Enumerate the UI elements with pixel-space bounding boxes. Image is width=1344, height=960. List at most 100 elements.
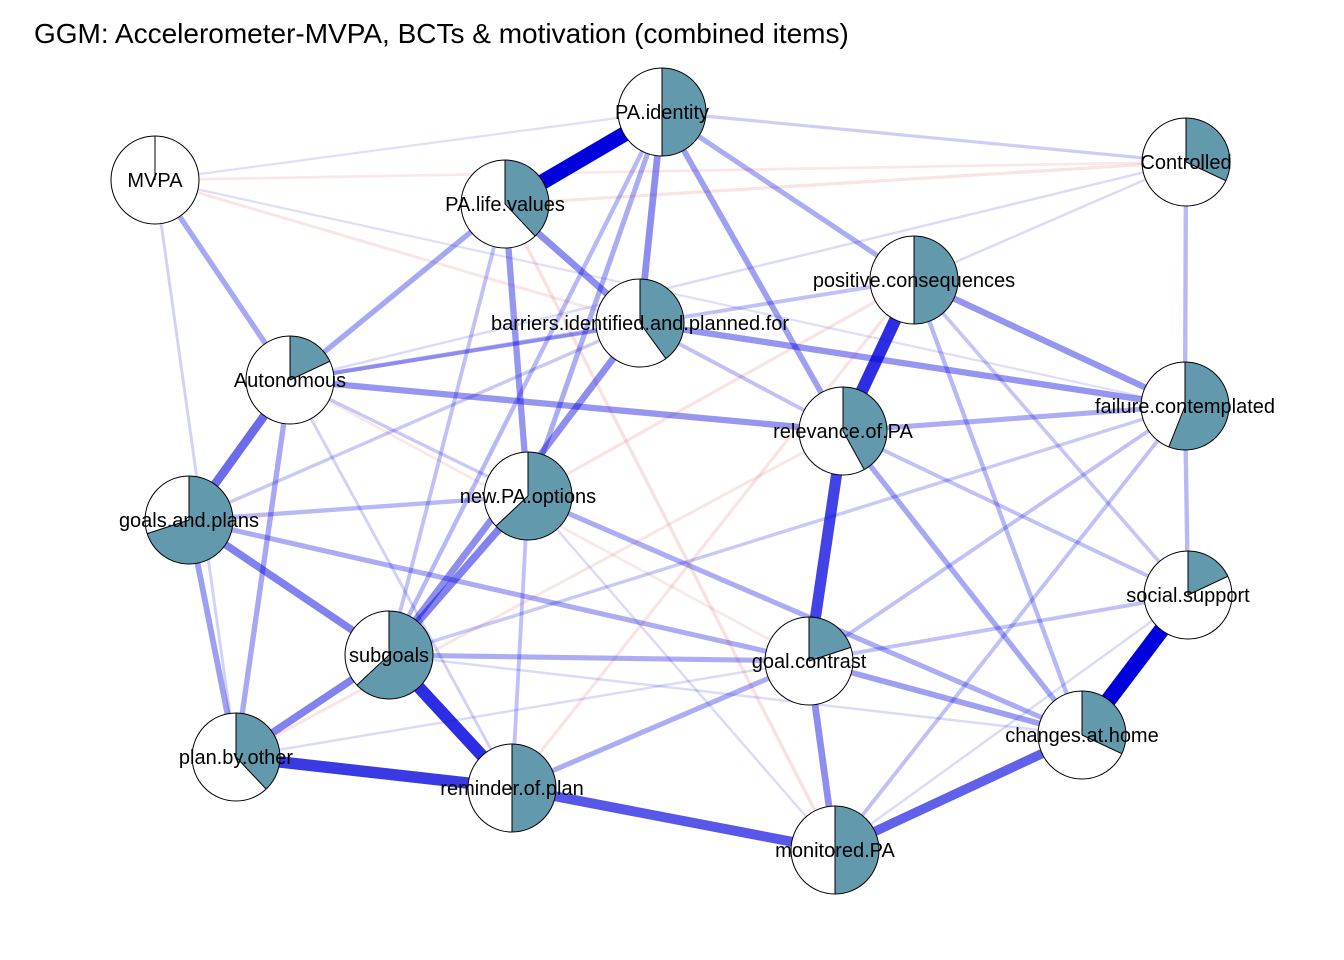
edge-relevance.of.PA--changes.at.home	[840, 429, 1085, 737]
edge-plan.by.other--goal.contrast	[235, 659, 810, 759]
edge-PA.life.values--Controlled	[504, 160, 1187, 206]
node-subgoals: subgoals	[344, 610, 434, 700]
edge-barriers.identified.and.planned.for--failure.contemplated	[639, 319, 1186, 410]
edge-positive.consequences--social.support	[912, 278, 1190, 597]
node-label: failure.contemplated	[1095, 396, 1275, 418]
edge-subgoals--changes.at.home	[388, 653, 1083, 737]
edge-PA.identity--positive.consequences	[660, 109, 916, 283]
pie-divider	[504, 203, 536, 237]
edge-positive.consequences--failure.contemplated	[912, 277, 1187, 409]
edge-social.support--monitored.PA	[834, 594, 1189, 851]
node-goal.contrast: goal.contrast	[752, 616, 867, 706]
node-pie	[1168, 362, 1229, 451]
edge-positive.consequences--new.PA.options	[527, 278, 915, 498]
edge-MVPA--plan.by.other	[153, 179, 238, 758]
node-label: PA.identity	[615, 102, 709, 124]
node-monitored.PA: monitored.PA	[775, 805, 896, 895]
node-border	[1140, 361, 1230, 451]
edge-monitored.PA--changes.at.home	[833, 730, 1084, 855]
node-label: subgoals	[349, 645, 429, 667]
node-border	[191, 712, 281, 802]
edge-PA.identity--subgoals	[387, 111, 664, 656]
node-label: plan.by.other	[179, 747, 293, 769]
edge-MVPA--PA.identity	[154, 110, 663, 182]
edge-PA.identity--Controlled	[661, 110, 1187, 164]
node-label: positive.consequences	[813, 270, 1015, 292]
node-border	[617, 67, 707, 157]
node-pie	[495, 452, 573, 540]
node-label: reminder.of.plan	[440, 778, 583, 800]
node-pie	[356, 611, 434, 700]
node-border	[245, 335, 335, 425]
edge-PA.life.values--subgoals	[387, 203, 507, 656]
node-changes.at.home: changes.at.home	[1005, 690, 1159, 780]
node-PA.life.values: PA.life.values	[445, 159, 565, 249]
edge-Controlled--positive.consequences	[913, 160, 1187, 282]
node-positive.consequences: positive.consequences	[813, 235, 1015, 325]
node-border	[1037, 690, 1127, 780]
node-pie	[662, 68, 706, 156]
edge-barriers.identified.and.planned.for--Autonomous	[289, 320, 641, 383]
edge-PA.identity--new.PA.options	[525, 111, 665, 497]
node-border	[460, 159, 550, 249]
node-relevance.of.PA: relevance.of.PA	[773, 386, 914, 476]
edge-positive.consequences--changes.at.home	[911, 279, 1085, 736]
node-label: MVPA	[127, 170, 183, 192]
node-MVPA: MVPA	[110, 135, 200, 225]
node-label: goals.and.plans	[119, 510, 259, 532]
node-border	[798, 386, 888, 476]
edge-reminder.of.plan--monitored.PA	[511, 783, 836, 855]
node-pie	[505, 160, 549, 237]
edge-new.PA.options--reminder.of.plan	[510, 495, 530, 789]
node-new.PA.options: new.PA.options	[460, 451, 596, 541]
node-pie	[843, 387, 888, 470]
node-border	[483, 451, 573, 541]
node-pie	[809, 617, 851, 661]
edge-goal.contrast--social.support	[808, 593, 1189, 663]
pie-divider	[842, 430, 865, 470]
pie-divider	[1187, 575, 1229, 596]
edge-monitored.PA--new.PA.options	[527, 495, 836, 851]
node-pie	[512, 744, 556, 832]
node-reminder.of.plan: reminder.of.plan	[440, 743, 584, 833]
node-social.support: social.support	[1126, 550, 1250, 640]
node-Controlled: Controlled	[1140, 117, 1232, 207]
node-border	[110, 135, 200, 225]
edge-Autonomous--reminder.of.plan	[288, 379, 514, 789]
page-title: GGM: Accelerometer-MVPA, BCTs & motivati…	[34, 18, 849, 49]
node-pie	[1188, 551, 1228, 595]
node-border	[467, 743, 557, 833]
edge-monitored.PA--failure.contemplated	[833, 404, 1187, 852]
node-label: social.support	[1126, 585, 1250, 607]
edge-subgoals--failure.contemplated	[388, 404, 1186, 657]
edge-MVPA--barriers.identified.and.planned.for	[154, 178, 641, 325]
edge-new.PA.options--changes.at.home	[526, 493, 1084, 738]
node-pie	[640, 279, 685, 359]
pie-divider	[235, 756, 267, 790]
node-border	[1141, 117, 1231, 207]
edge-reminder.of.plan--positive.consequences	[510, 279, 916, 789]
node-Autonomous: Autonomous	[234, 335, 346, 425]
node-pie	[914, 236, 958, 324]
edge-plan.by.other--relevance.of.PA	[235, 429, 844, 759]
node-border	[764, 616, 854, 706]
edge-reminder.of.plan--goal.contrast	[510, 658, 811, 791]
node-label: PA.life.values	[445, 194, 565, 216]
node-barriers.identified.and.planned.for: barriers.identified.and.planned.for	[491, 278, 789, 368]
node-pie	[147, 476, 233, 564]
edge-PA.life.values--new.PA.options	[501, 203, 532, 497]
node-pie	[290, 336, 330, 380]
node-plan.by.other: plan.by.other	[179, 712, 293, 802]
edge-relevance.of.PA--social.support	[842, 429, 1189, 597]
node-border	[344, 610, 434, 700]
edge-plan.by.other--reminder.of.plan	[235, 751, 513, 794]
node-label: monitored.PA	[775, 840, 895, 862]
node-label: Controlled	[1140, 152, 1231, 174]
edge-MVPA--Controlled	[154, 160, 1187, 182]
node-label: Autonomous	[234, 370, 346, 392]
node-pie	[835, 806, 879, 894]
pie-divider	[808, 646, 852, 662]
node-pie	[1186, 118, 1230, 181]
